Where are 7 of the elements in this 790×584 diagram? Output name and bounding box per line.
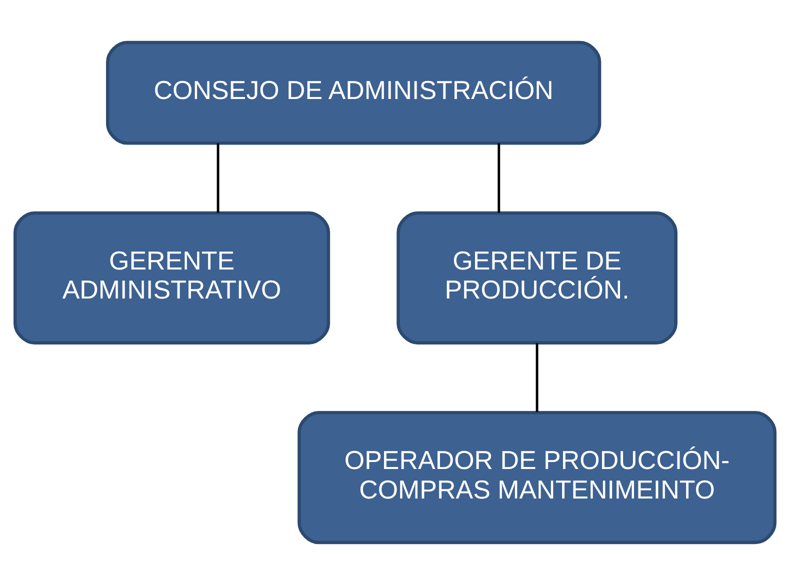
- node-box: CONSEJO DE ADMINISTRACIÓN: [106, 40, 602, 144]
- connector: [498, 142, 500, 212]
- node-box: GERENTE ADMINISTRATIVO: [14, 210, 330, 344]
- node-box: OPERADOR DE PRODUCCIÓN-COMPRAS MANTENIMEINTO: [298, 410, 776, 544]
- node-box: GERENTE DE PRODUCCIÓN.: [396, 210, 678, 344]
- connector: [216, 142, 220, 212]
- connector: [536, 342, 538, 412]
